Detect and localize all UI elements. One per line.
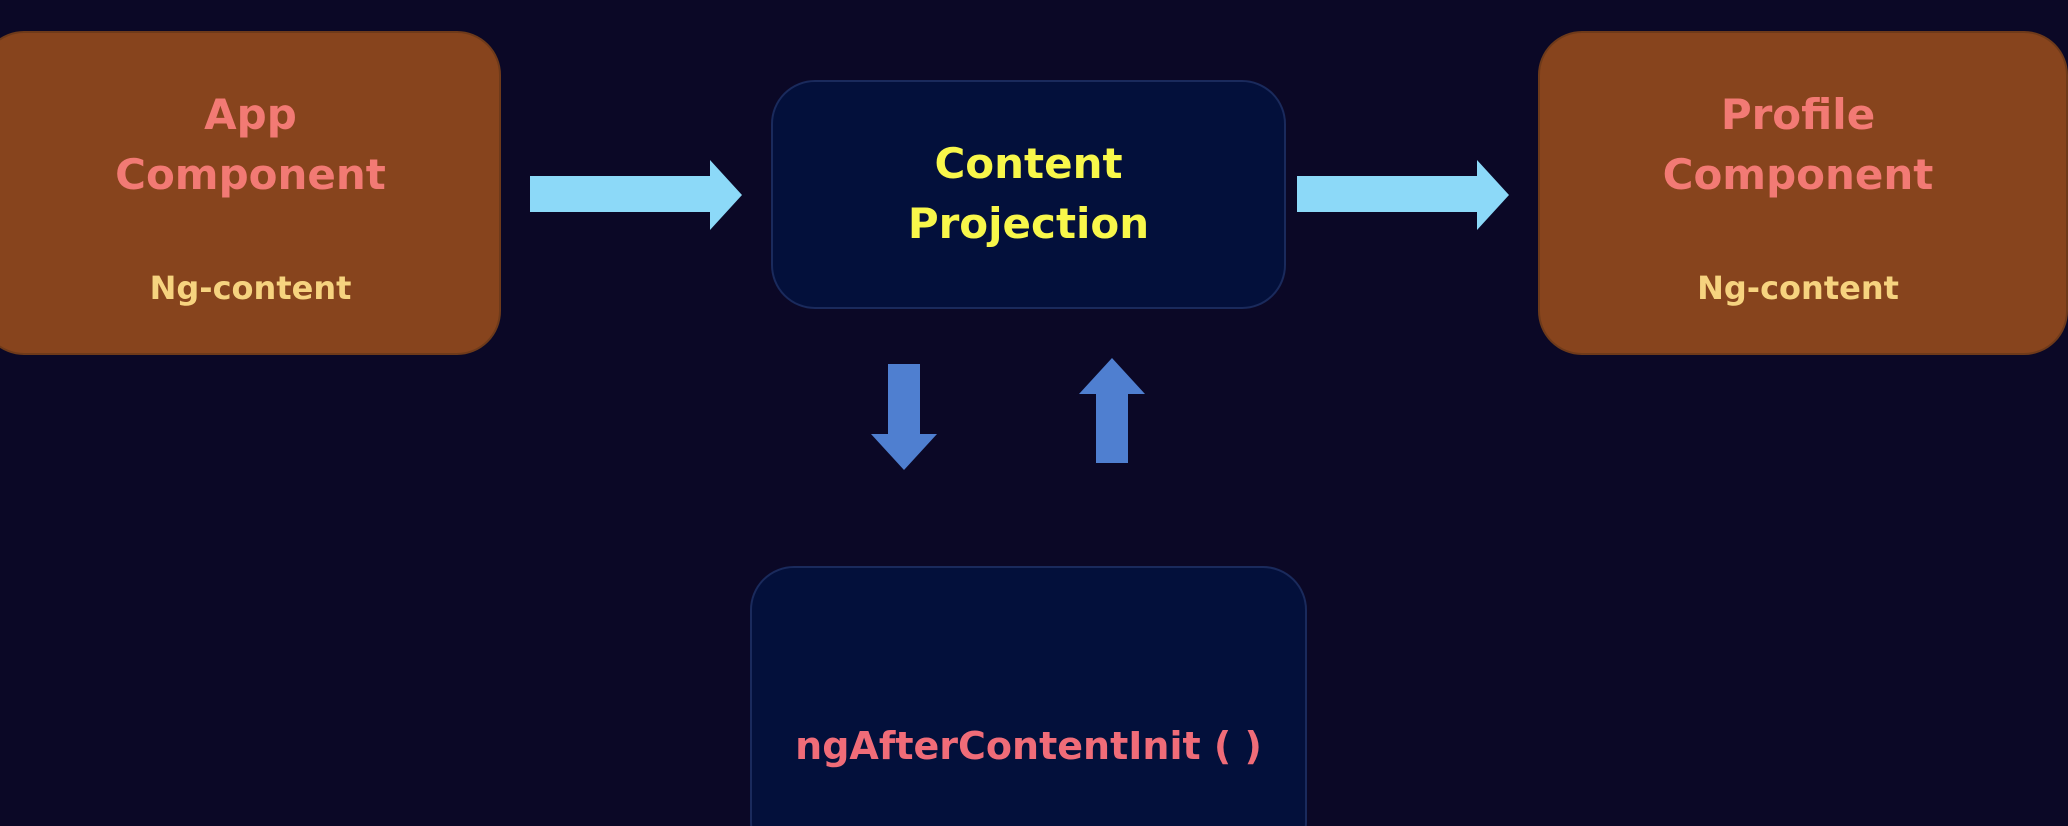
arrow-right-app-to-projection: [530, 160, 742, 230]
profile-component-title-line2: Component: [1662, 150, 1934, 199]
content-projection-title-line2: Projection: [907, 199, 1150, 248]
app-component-title: App Component: [2, 85, 499, 205]
arrow-down-projection-to-hook: [871, 364, 937, 470]
profile-component-subtitle: Ng-content: [1697, 269, 1899, 307]
profile-component-box: Profile Component Ng-content: [1538, 31, 2068, 355]
arrow-right-projection-to-profile: [1297, 160, 1509, 230]
content-projection-title-line1: Content: [934, 139, 1123, 188]
lifecycle-hook-title: ngAfterContentInit ( ): [795, 724, 1262, 768]
content-projection-box: Content Projection: [771, 80, 1286, 309]
app-component-subtitle: Ng-content: [149, 269, 352, 307]
profile-component-title: Profile Component: [1530, 85, 2066, 205]
app-component-title-line1: App: [204, 90, 297, 139]
lifecycle-hook-box: ngAfterContentInit ( ): [750, 566, 1307, 826]
arrow-up-hook-to-projection: [1079, 358, 1145, 463]
app-component-box: App Component Ng-content: [0, 31, 501, 355]
content-projection-title: Content Projection: [773, 134, 1284, 254]
app-component-title-line2: Component: [115, 150, 386, 199]
profile-component-title-line1: Profile: [1720, 90, 1876, 139]
